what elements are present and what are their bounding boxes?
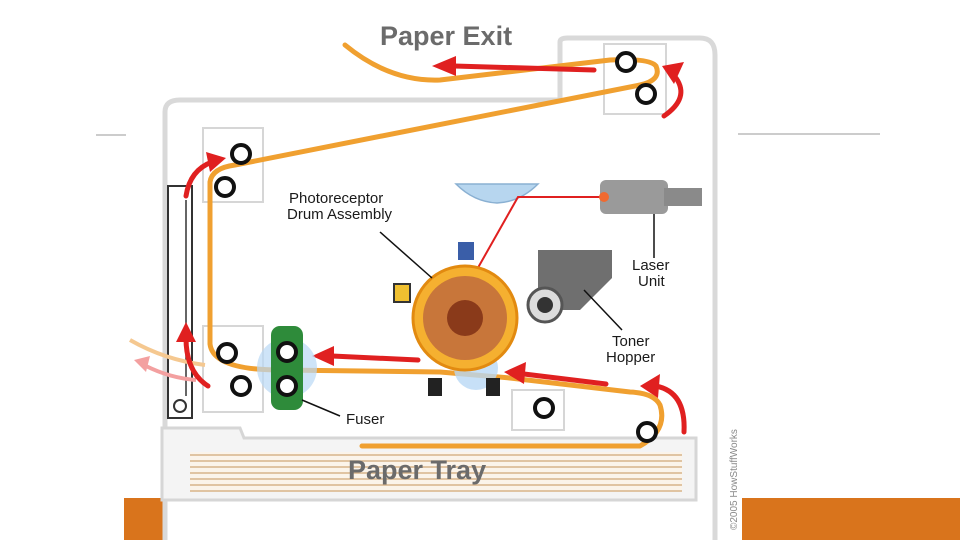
rollers: [214, 51, 658, 443]
drum-label-line-2: Drum Assembly: [287, 206, 393, 223]
roller-bottom-right: [533, 397, 555, 419]
side-door-hinge: [173, 399, 187, 413]
arrowhead-tray: [640, 374, 660, 398]
fuser-roller-top: [276, 341, 298, 363]
arrow-lower-right: [521, 371, 609, 387]
fuser-housing: [271, 326, 303, 410]
drum-clip-top: [458, 242, 474, 260]
laser-label-line-1: Laser: [632, 257, 670, 274]
roller-exit-bottom: [635, 83, 657, 105]
fuser-label: Fuser: [346, 411, 384, 428]
arrow-left-up-lower: [183, 335, 211, 389]
laser-beam: [461, 196, 604, 297]
arrowhead-left-upper: [206, 152, 226, 172]
roller-top-left-lower: [214, 176, 236, 198]
slide-accent-bar-right: [742, 498, 960, 540]
roller-exit-top: [615, 51, 637, 73]
arrow-lower-middle: [329, 353, 421, 363]
roller-bottom-left-upper: [216, 342, 238, 364]
arrowhead-exit-curve: [662, 62, 684, 84]
drum-label-line-1: Photoreceptor: [289, 190, 383, 207]
arrowheads: [176, 56, 684, 398]
arrow-tray-curve: [653, 383, 687, 435]
roller-tray-pickup: [636, 421, 658, 443]
side-door: [167, 185, 193, 419]
leader-lines: [301, 214, 655, 417]
photoreceptor-drum-core: [447, 300, 483, 336]
arrow-exit-curve: [661, 75, 684, 119]
leader-toner: [583, 289, 623, 331]
paper-direction-arrows: [183, 63, 687, 435]
leader-drum: [379, 231, 433, 279]
alternate-exit-arrowhead: [134, 356, 150, 372]
laser-label-line-2: Unit: [638, 273, 666, 290]
roller-bottom-left-lower: [230, 375, 252, 397]
copyright-credit: ©2005 HowStuffWorks: [729, 429, 740, 530]
alternate-exit-arrow: [145, 364, 197, 382]
toner-label-line-2: Hopper: [606, 349, 655, 366]
arrowhead-left-lower: [176, 322, 196, 342]
alternate-exit-path: [129, 338, 206, 367]
arrowhead-exit-top: [432, 56, 456, 76]
roller-bracket-bottom-right: [511, 389, 565, 431]
toner-label-line-1: Toner: [612, 333, 650, 350]
roller-top-left-upper: [230, 143, 252, 165]
arrow-exit-top: [451, 63, 597, 73]
drum-clip-left: [393, 283, 411, 303]
arrowhead-lower-middle: [312, 346, 334, 366]
fuser-roller-bottom: [276, 375, 298, 397]
laser-unit-icon: [599, 180, 702, 214]
toner-developer-roller-core: [537, 297, 553, 313]
slide-accent-bar-left: [124, 498, 164, 540]
arrowhead-lower-right: [504, 362, 526, 384]
paper-tray-label: Paper Tray: [348, 455, 486, 485]
paper-exit-label: Paper Exit: [380, 21, 512, 51]
paper-stack: [190, 452, 682, 492]
leader-fuser: [301, 399, 341, 417]
